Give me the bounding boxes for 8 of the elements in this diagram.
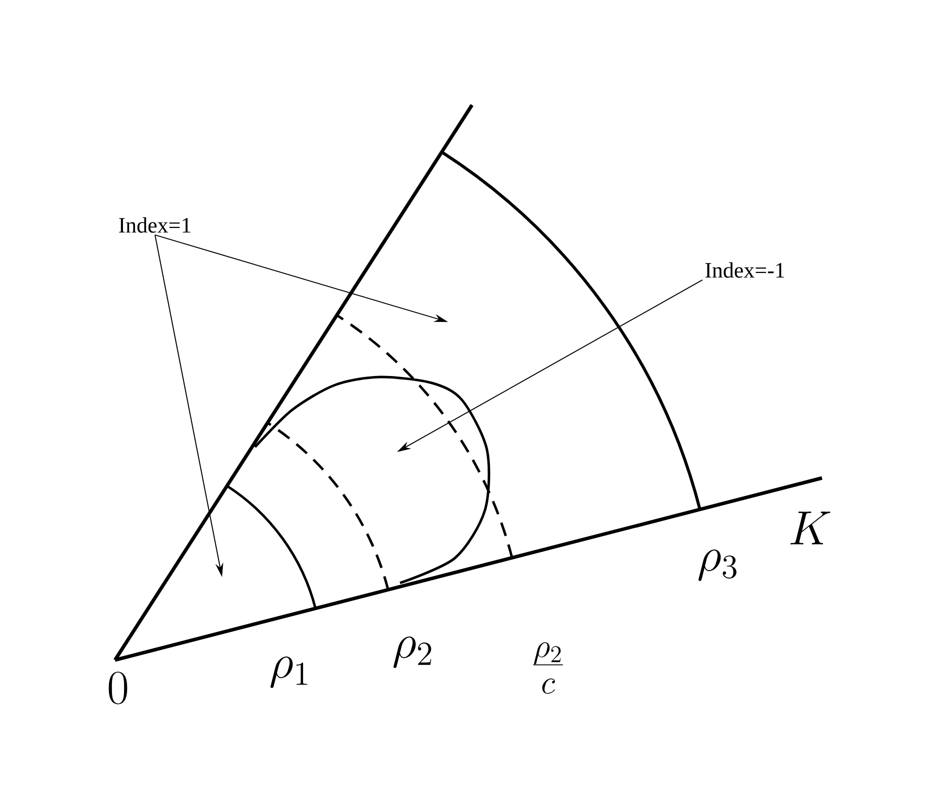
point-label: $\rho_2$ — [394, 636, 432, 668]
point-label: $\rho_3$ — [698, 550, 736, 581]
annotation-label: Index=1 — [119, 217, 190, 233]
point-label: $\frac{\rho_2}{c}$ — [533, 642, 563, 694]
point-label: $K$ — [790, 512, 830, 544]
point-label: $0$ — [108, 672, 128, 704]
point-label: $\rho_1$ — [270, 656, 308, 688]
annotation-label: Index=-1 — [705, 262, 784, 278]
